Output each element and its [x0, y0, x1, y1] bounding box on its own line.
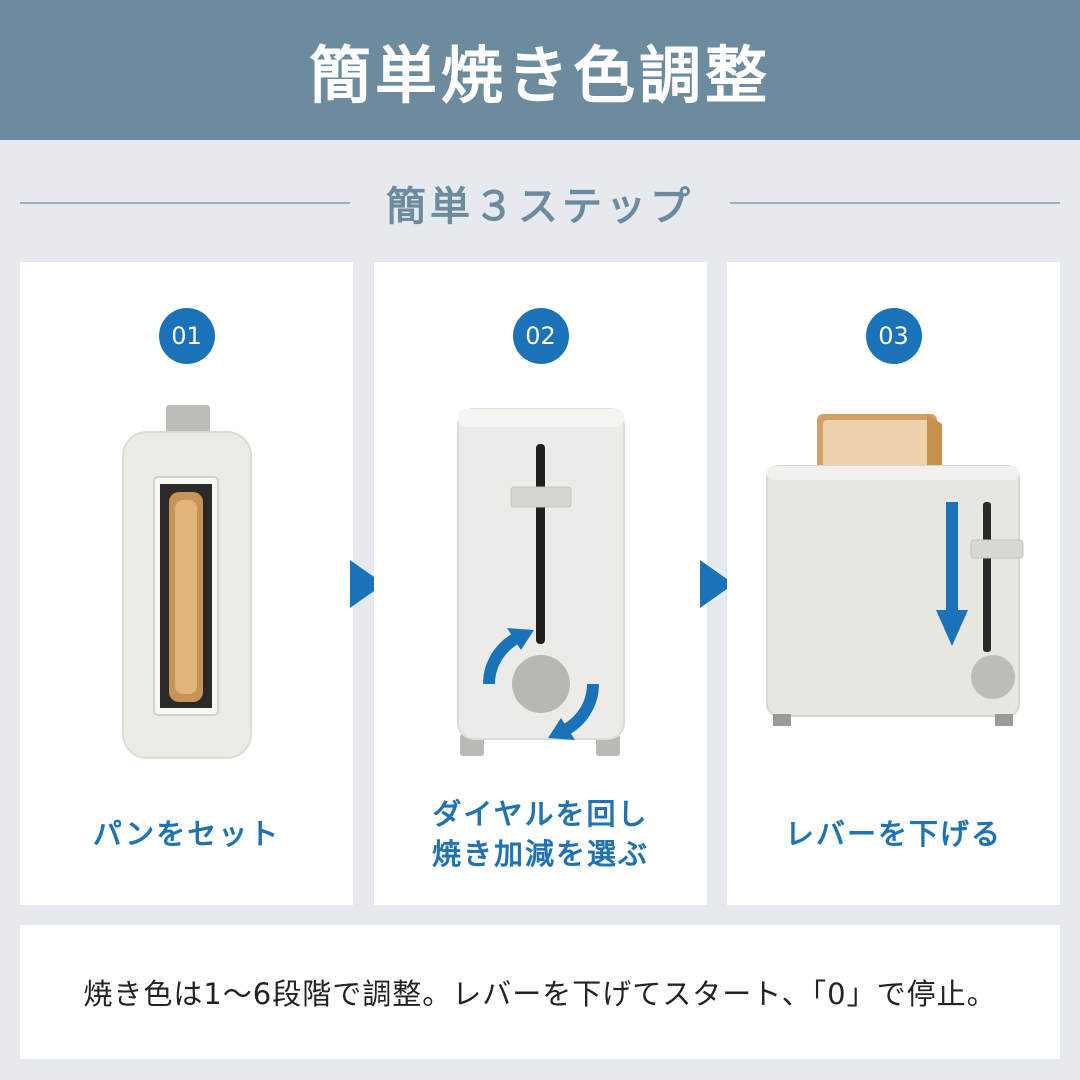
step-card-1: 01 パンをセット	[20, 262, 353, 905]
divider-left	[20, 202, 350, 204]
note-text: 焼き色は1〜6段階で調整。レバーを下げてスタート、「0」で停止。	[83, 977, 997, 1011]
toaster-front-dial-illustration	[457, 408, 625, 756]
caption-line: ダイヤルを回し	[432, 797, 649, 831]
step-card-3: 03 レバーを下げる	[727, 262, 1060, 905]
caption-line: パンをセット	[92, 817, 281, 851]
info-note: 焼き色は1〜6段階で調整。レバーを下げてスタート、「0」で停止。	[20, 925, 1060, 1059]
down-arrow-icon	[946, 502, 958, 612]
step-caption: ダイヤルを回し 焼き加減を選ぶ	[374, 794, 707, 874]
toaster-lever-illustration	[766, 414, 1024, 726]
toaster-top-view-illustration	[122, 405, 252, 759]
step-number-badge: 03	[865, 308, 922, 364]
caption-line: レバーを下げる	[784, 817, 1002, 851]
rotate-arrows-icon	[483, 631, 522, 685]
step-number-badge: 02	[512, 308, 569, 364]
header-banner: 簡単焼き色調整	[0, 0, 1080, 140]
step-caption: レバーを下げる	[727, 814, 1060, 854]
subtitle-row: 簡単３ステップ	[20, 175, 1060, 231]
step-caption: パンをセット	[20, 814, 353, 854]
page-title: 簡単焼き色調整	[308, 39, 771, 112]
subtitle: 簡単３ステップ	[386, 184, 694, 230]
step-card-2: 02 ダイヤルを回し 焼き加減を選ぶ	[374, 262, 707, 905]
caption-line: 焼き加減を選ぶ	[431, 837, 649, 871]
step-number-badge: 01	[158, 308, 215, 364]
divider-right	[730, 202, 1060, 204]
